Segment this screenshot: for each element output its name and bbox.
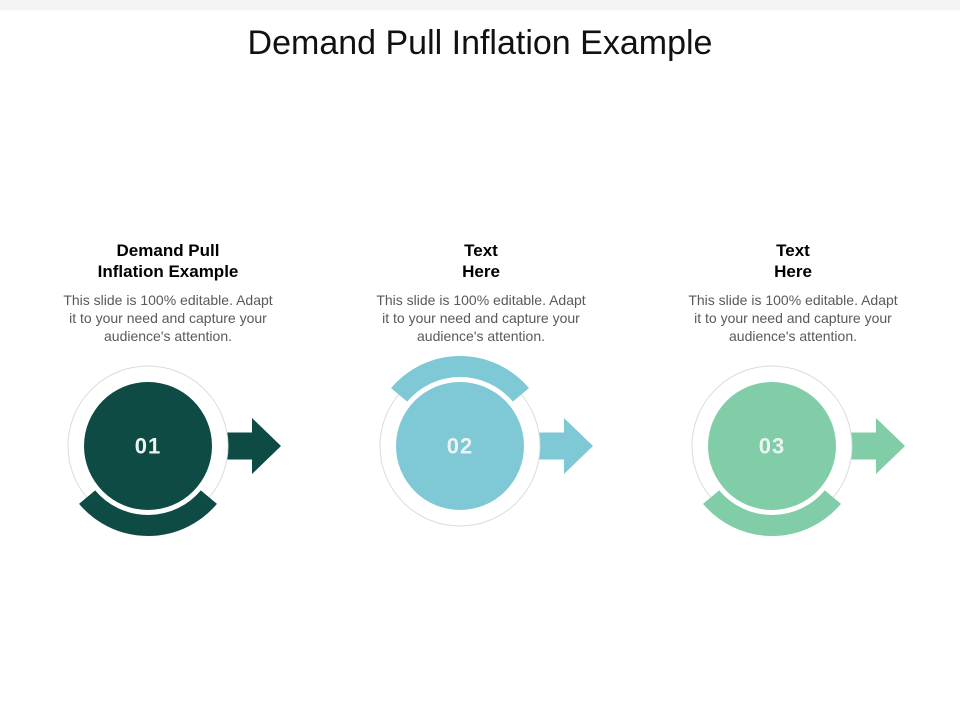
step-1-heading: Demand Pull Inflation Example bbox=[97, 241, 239, 281]
progress-arc-bottom bbox=[703, 490, 841, 536]
step-3-heading: Text Here bbox=[774, 241, 812, 281]
step-1-body: This slide is 100% editable. Adapt it to… bbox=[63, 292, 273, 344]
step-3-graphic: 03 bbox=[691, 365, 905, 536]
step-2-graphic: 02 bbox=[379, 356, 593, 527]
arrow-right-icon bbox=[851, 418, 905, 474]
step-circle bbox=[84, 382, 212, 510]
step-2-body: This slide is 100% editable. Adapt it to… bbox=[376, 292, 586, 344]
step-2-heading: Text Here bbox=[462, 241, 500, 281]
arrow-right-icon bbox=[539, 418, 593, 474]
top-strip bbox=[0, 0, 960, 10]
step-2-text-block: Text Here This slide is 100% editable. A… bbox=[351, 240, 611, 345]
step-1-text-block: Demand Pull Inflation Example This slide… bbox=[38, 240, 298, 345]
step-number: 03 bbox=[759, 434, 785, 459]
step-number: 02 bbox=[447, 434, 473, 459]
slide-title: Demand Pull Inflation Example bbox=[247, 24, 713, 62]
step-circle bbox=[396, 382, 524, 510]
progress-arc-bottom bbox=[79, 490, 217, 536]
step-number: 01 bbox=[135, 434, 161, 459]
step-3-text-block: Text Here This slide is 100% editable. A… bbox=[663, 240, 923, 345]
arrow-right-icon bbox=[227, 418, 281, 474]
progress-arc-top bbox=[391, 356, 529, 402]
step-1-graphic: 01 bbox=[67, 365, 281, 536]
step-3-body: This slide is 100% editable. Adapt it to… bbox=[688, 292, 898, 344]
step-circle bbox=[708, 382, 836, 510]
